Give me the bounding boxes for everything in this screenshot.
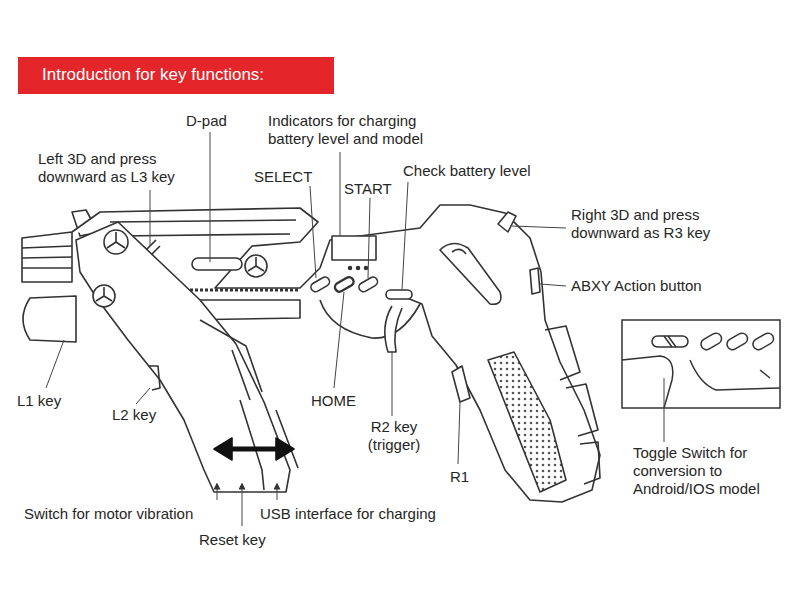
title-text: Introduction for key functions: xyxy=(42,65,334,85)
inset-button xyxy=(751,331,776,352)
muzzle-cylinder xyxy=(23,296,76,342)
grip-segments xyxy=(200,320,298,490)
toggle-inset xyxy=(622,320,780,408)
barrel-ridges xyxy=(22,246,72,268)
grip-texture xyxy=(488,352,566,492)
callout-label: R2 key (trigger) xyxy=(358,418,430,454)
rear-grip xyxy=(402,272,600,502)
callout-label: HOME xyxy=(311,392,371,410)
pointer-arrow xyxy=(217,486,218,500)
leader-lines xyxy=(46,132,664,526)
side-emblem xyxy=(440,243,501,304)
callout-label: Left 3D and press downward as L3 key xyxy=(38,150,188,186)
leader-line xyxy=(210,132,211,262)
abxy-buttons xyxy=(530,268,540,294)
leader-line xyxy=(136,388,150,404)
barrel-block xyxy=(22,232,72,282)
emblem-detail xyxy=(452,249,466,254)
pointer-arrow xyxy=(277,486,278,500)
callout-label: ABXY Action button xyxy=(571,277,751,295)
slide-arrowheads xyxy=(214,438,294,460)
callout-label: START xyxy=(344,180,404,198)
callout-label: D-pad xyxy=(186,112,246,130)
leader-line xyxy=(392,352,393,416)
inset-button xyxy=(699,331,724,352)
callout-label: Right 3D and press downward as R3 key xyxy=(571,206,731,242)
callout-label: Toggle Switch for conversion to Android/… xyxy=(633,444,793,498)
dpad-slot xyxy=(192,258,242,270)
screw-head xyxy=(93,285,115,307)
callout-label: SELECT xyxy=(254,168,324,186)
indicator-led xyxy=(357,267,360,270)
callout-label: L2 key xyxy=(112,406,172,424)
leader-line xyxy=(46,340,64,388)
l2-trigger xyxy=(148,366,160,390)
r1-key xyxy=(452,366,470,402)
right-stick xyxy=(498,212,516,232)
battery-button xyxy=(386,290,412,299)
leader-line xyxy=(512,226,566,228)
toggle-switch xyxy=(652,336,688,347)
slide-rail xyxy=(110,220,296,236)
r2-trigger xyxy=(385,306,402,352)
screw-mark xyxy=(248,257,264,271)
callout-label: Check battery level xyxy=(403,162,563,180)
home-button xyxy=(333,276,355,294)
callout-label: R1 xyxy=(450,468,490,486)
inset-button xyxy=(725,331,750,352)
rear-grip-pads xyxy=(545,326,600,484)
rail-teeth xyxy=(175,289,300,292)
trigger-guard xyxy=(320,300,420,338)
inset-frame xyxy=(622,320,780,408)
title-banner: Introduction for key functions: xyxy=(18,57,334,94)
toggle-slider xyxy=(664,336,676,347)
leader-line xyxy=(540,284,566,286)
leader-line xyxy=(402,182,408,290)
gun-outline xyxy=(22,205,600,502)
left-stick-mark xyxy=(107,232,125,248)
callout-label: Indicators for charging battery level an… xyxy=(268,112,446,148)
leader-line xyxy=(334,292,344,388)
leader-line xyxy=(340,152,341,236)
leader-line xyxy=(664,378,665,442)
callout-label: Switch for motor vibration xyxy=(24,505,254,523)
leader-line xyxy=(368,198,370,278)
screw-mark xyxy=(96,287,112,301)
leader-line xyxy=(458,402,460,464)
indicator-led xyxy=(365,267,368,270)
select-button xyxy=(309,276,331,294)
start-button xyxy=(357,276,379,294)
leader-line xyxy=(150,190,151,246)
front-grip xyxy=(76,222,290,492)
pointer-arrow xyxy=(242,486,243,526)
screw-head xyxy=(245,255,267,277)
leader-line xyxy=(310,186,316,278)
inset-body xyxy=(622,356,780,408)
left-stick xyxy=(104,230,128,254)
slide-arrow xyxy=(228,447,280,452)
callout-label: Reset key xyxy=(199,531,299,549)
indicator-led xyxy=(349,267,352,270)
callout-label: L1 key xyxy=(17,392,77,410)
callout-label: USB interface for charging xyxy=(260,505,490,523)
